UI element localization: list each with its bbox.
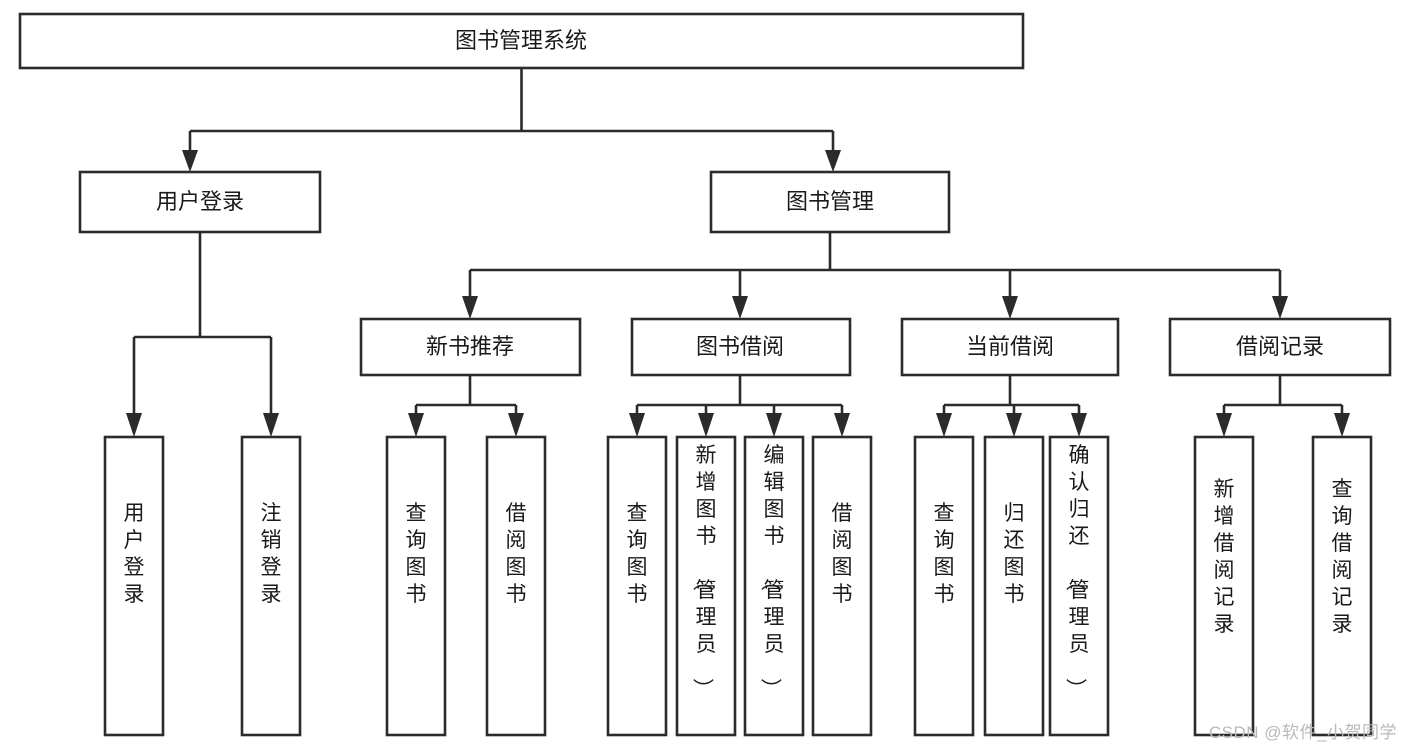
arrowhead-current xyxy=(1002,296,1018,319)
leaf-newbook-query-box[interactable] xyxy=(385,435,447,737)
node-root-box[interactable] xyxy=(18,12,1025,70)
leaf-borrow-query-box[interactable] xyxy=(606,435,668,737)
leaf-current-query[interactable]: 查询图书 xyxy=(913,435,975,737)
arrowhead-user-login xyxy=(182,150,198,172)
leaf-user-login-signin-label: 用户登录 xyxy=(124,502,145,606)
node-borrow-record-box[interactable] xyxy=(1168,317,1392,377)
arrowhead-rc-leaf1 xyxy=(1216,413,1232,437)
leaf-record-add-box[interactable] xyxy=(1193,435,1255,737)
leaf-current-confirm-return-label: 确认归还（管理员） xyxy=(1064,444,1090,699)
leaf-borrow-edit-box[interactable] xyxy=(743,435,805,737)
leaf-borrow-edit[interactable]: 编辑图书（管理员） xyxy=(743,435,805,737)
leaf-current-query-label: 查询图书 xyxy=(934,502,955,606)
leaf-current-return-box[interactable] xyxy=(983,435,1045,737)
node-user-login-label: 用户登录 xyxy=(156,189,244,214)
arrowhead-rc-leaf2 xyxy=(1334,413,1350,437)
arrowhead-ul-leaf1 xyxy=(126,413,142,437)
node-new-book-recommend-label: 新书推荐 xyxy=(426,334,514,359)
node-book-borrow-box[interactable] xyxy=(630,317,852,377)
leaf-newbook-borrow-label: 借阅图书 xyxy=(506,502,527,606)
leaf-borrow-query[interactable]: 查询图书 xyxy=(606,435,668,737)
node-current-borrow[interactable]: 当前借阅 xyxy=(900,317,1120,377)
leaf-record-query[interactable]: 查询借阅记录 xyxy=(1311,435,1373,737)
node-root-label: 图书管理系统 xyxy=(455,28,587,53)
node-current-borrow-box[interactable] xyxy=(900,317,1120,377)
leaf-record-add-label: 新增借阅记录 xyxy=(1214,478,1235,636)
leaf-borrow-add-box[interactable] xyxy=(675,435,737,737)
arrowhead-newbook xyxy=(462,296,478,319)
node-borrow-record[interactable]: 借阅记录 xyxy=(1168,317,1392,377)
arrowhead-cb-leaf3 xyxy=(1071,413,1087,437)
leaf-user-login-signout[interactable]: 注销登录 xyxy=(240,435,302,737)
arrowhead-record xyxy=(1272,296,1288,319)
node-borrow-record-label: 借阅记录 xyxy=(1236,334,1324,359)
arrowhead-borrow xyxy=(732,296,748,319)
leaf-user-login-signin-box[interactable] xyxy=(103,435,165,737)
node-book-management-box[interactable] xyxy=(709,170,951,234)
arrowhead-cb-leaf1 xyxy=(936,413,952,437)
arrowhead-book-mgmt xyxy=(825,150,841,172)
leaf-user-login-signout-label: 注销登录 xyxy=(261,502,282,606)
node-current-borrow-label: 当前借阅 xyxy=(966,334,1054,359)
leaf-borrow-lend[interactable]: 借阅图书 xyxy=(811,435,873,737)
arrowhead-bb-leaf2 xyxy=(698,413,714,437)
leaf-current-confirm-return-box[interactable] xyxy=(1048,435,1110,737)
leaf-current-query-box[interactable] xyxy=(913,435,975,737)
arrowhead-cb-leaf2 xyxy=(1006,413,1022,437)
node-book-management-label: 图书管理 xyxy=(786,189,874,214)
leaf-borrow-add[interactable]: 新增图书（管理员） xyxy=(675,435,737,737)
leaf-borrow-edit-label: 编辑图书（管理员） xyxy=(759,444,785,699)
node-book-management[interactable]: 图书管理 xyxy=(709,170,951,234)
leaf-newbook-query[interactable]: 查询图书 xyxy=(385,435,447,737)
leaf-record-query-label: 查询借阅记录 xyxy=(1332,478,1353,636)
leaf-current-return-label: 归还图书 xyxy=(1004,502,1025,606)
arrowhead-bb-leaf3 xyxy=(766,413,782,437)
leaf-record-add[interactable]: 新增借阅记录 xyxy=(1193,435,1255,737)
leaf-user-login-signout-box[interactable] xyxy=(240,435,302,737)
arrowhead-nb-leaf2 xyxy=(508,413,524,437)
node-new-book-recommend-box[interactable] xyxy=(359,317,582,377)
leaf-current-return[interactable]: 归还图书 xyxy=(983,435,1045,737)
arrowhead-nb-leaf1 xyxy=(408,413,424,437)
node-user-login-box[interactable] xyxy=(78,170,322,234)
leaf-borrow-query-label: 查询图书 xyxy=(627,502,648,606)
connector-layer xyxy=(126,68,1350,437)
leaf-borrow-lend-box[interactable] xyxy=(811,435,873,737)
leaf-user-login-signin[interactable]: 用户登录 xyxy=(103,435,165,737)
leaf-newbook-borrow[interactable]: 借阅图书 xyxy=(485,435,547,737)
arrowhead-bb-leaf1 xyxy=(629,413,645,437)
arrowhead-ul-leaf2 xyxy=(263,413,279,437)
arrowhead-bb-leaf4 xyxy=(834,413,850,437)
node-user-login[interactable]: 用户登录 xyxy=(78,170,322,234)
leaf-newbook-query-label: 查询图书 xyxy=(406,502,427,606)
leaf-newbook-borrow-box[interactable] xyxy=(485,435,547,737)
node-book-borrow[interactable]: 图书借阅 xyxy=(630,317,852,377)
leaf-current-confirm-return[interactable]: 确认归还（管理员） xyxy=(1048,435,1110,737)
node-new-book-recommend[interactable]: 新书推荐 xyxy=(359,317,582,377)
node-book-borrow-label: 图书借阅 xyxy=(696,334,784,359)
node-root-system[interactable]: 图书管理系统 xyxy=(18,12,1025,70)
leaf-record-query-box[interactable] xyxy=(1311,435,1373,737)
leaf-borrow-lend-label: 借阅图书 xyxy=(832,502,853,606)
csdn-watermark: CSDN @软件_小贺同学 xyxy=(1208,723,1397,742)
leaf-borrow-add-label: 新增图书（管理员） xyxy=(691,444,717,699)
